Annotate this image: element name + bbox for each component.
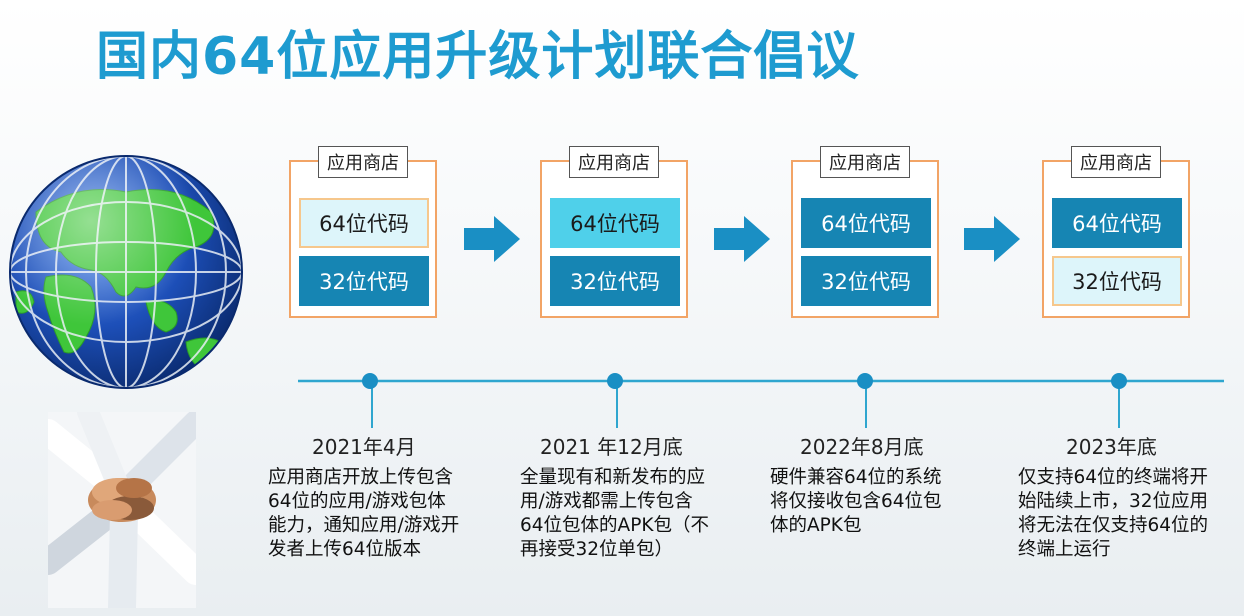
right-arrow-icon xyxy=(464,216,520,262)
stage-3-panel: 应用商店 64位代码 32位代码 xyxy=(791,146,939,318)
app-store-label: 应用商店 xyxy=(820,146,910,178)
milestone-date: 2021年4月 xyxy=(312,435,416,459)
milestone-date: 2023年底 xyxy=(1066,435,1157,459)
milestone-description: 应用商店开放上传包含64位的应用/游戏包体能力，通知应用/游戏开发者上传64位版… xyxy=(268,467,460,560)
milestone-dot xyxy=(607,373,623,389)
right-arrow-icon xyxy=(964,216,1020,262)
right-arrow-icon xyxy=(714,216,770,262)
code-32bit-box: 32位代码 xyxy=(550,256,680,306)
code-64bit-box: 64位代码 xyxy=(299,198,429,248)
app-store-label: 应用商店 xyxy=(1071,146,1161,178)
milestone-date: 2022年8月底 xyxy=(800,435,924,459)
stage-1-panel: 应用商店 64位代码 32位代码 xyxy=(289,146,437,318)
code-64bit-box: 64位代码 xyxy=(550,198,680,248)
code-64bit-box: 64位代码 xyxy=(1052,198,1182,248)
timeline xyxy=(298,373,1224,428)
stage-2-panel: 应用商店 64位代码 32位代码 xyxy=(540,146,688,318)
app-store-label: 应用商店 xyxy=(318,146,408,178)
page-title: 国内64位应用升级计划联合倡议 xyxy=(96,27,860,87)
milestone-dot xyxy=(1111,373,1127,389)
milestone-description: 仅支持64位的终端将开始陆续上市，32位应用将无法在仅支持64位的终端上运行 xyxy=(1018,467,1209,560)
code-64bit-box: 64位代码 xyxy=(801,198,931,248)
code-32bit-box: 32位代码 xyxy=(1052,256,1182,306)
milestone-dot xyxy=(857,373,873,389)
milestone-description: 全量现有和新发布的应用/游戏都需上传包含64位包体的APK包（不再接受32位单包… xyxy=(520,467,709,560)
milestone-description: 硬件兼容64位的系统将仅接收包含64位包体的APK包 xyxy=(770,467,942,536)
teamwork-hands-image xyxy=(35,401,209,616)
globe-image xyxy=(6,152,246,392)
milestone-dot xyxy=(362,373,378,389)
milestone-date: 2021 年12月底 xyxy=(540,435,683,459)
code-32bit-box: 32位代码 xyxy=(299,256,429,306)
stage-4-panel: 应用商店 64位代码 32位代码 xyxy=(1042,146,1190,318)
app-store-label: 应用商店 xyxy=(569,146,659,178)
code-32bit-box: 32位代码 xyxy=(801,256,931,306)
